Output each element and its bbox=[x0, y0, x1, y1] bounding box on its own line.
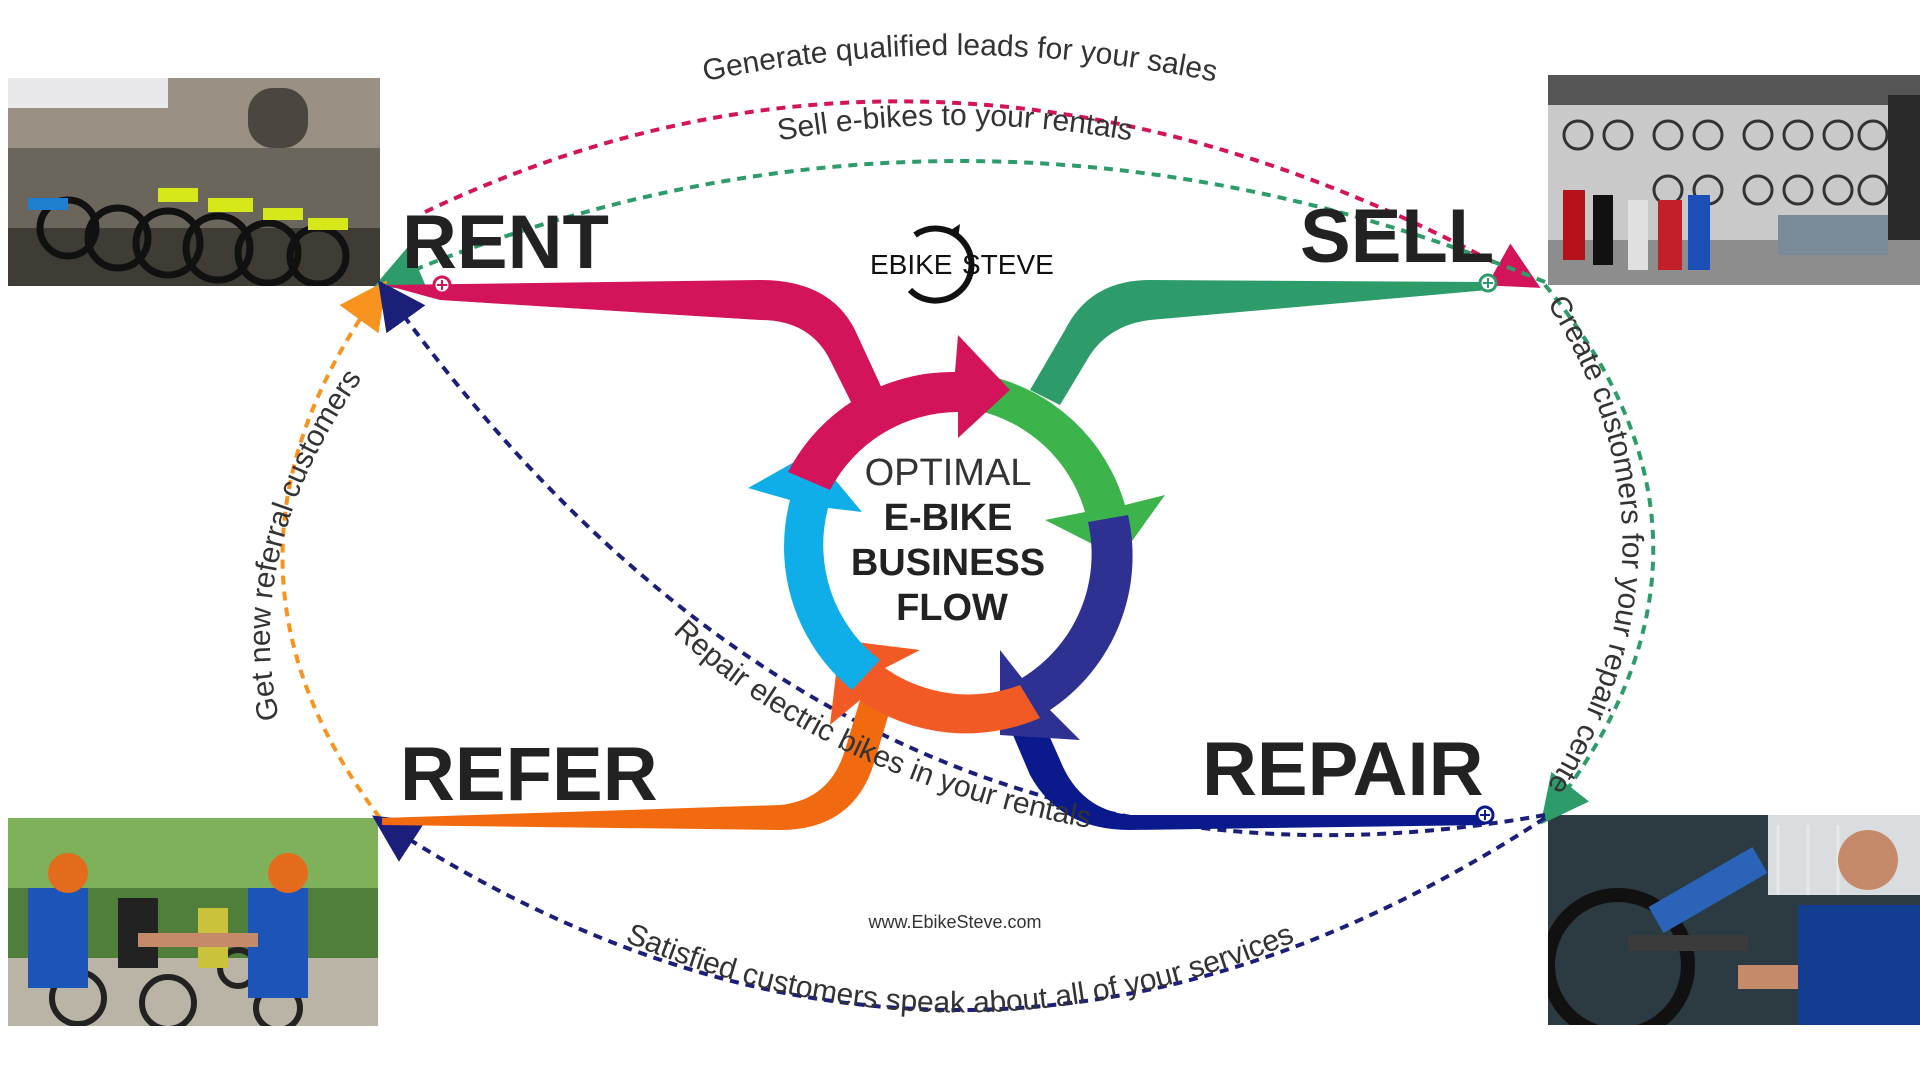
center-title-line1: OPTIMAL bbox=[865, 452, 1032, 494]
arc-label-top-outer: Generate qualified leads for your sales bbox=[700, 29, 1220, 89]
cycle-segment-navy bbox=[1000, 515, 1133, 740]
stage-label-sell: SELL bbox=[1300, 194, 1494, 279]
center-title-line3: BUSINESS bbox=[851, 542, 1045, 584]
ebike-steve-logo: EBIKE STEVE bbox=[870, 224, 1054, 304]
stage-label-repair: REPAIR bbox=[1202, 727, 1484, 812]
bike-shop-photo bbox=[1548, 75, 1920, 285]
stage-label-refer: REFER bbox=[400, 732, 658, 817]
website-url: www.EbikeSteve.com bbox=[867, 912, 1041, 932]
rent-plus-marker bbox=[432, 275, 452, 295]
cycle-segment-magenta bbox=[788, 335, 1010, 490]
cycle-ring bbox=[748, 335, 1165, 740]
refer-connector bbox=[382, 700, 890, 830]
sell-plus-marker bbox=[1478, 273, 1498, 293]
logo-brand-light: STEVE bbox=[962, 249, 1054, 280]
cycle-segment-green bbox=[975, 375, 1165, 558]
arc-repair-to-refer bbox=[371, 815, 1547, 1012]
arc-sell-to-rent bbox=[373, 159, 1546, 291]
sell-connector bbox=[1030, 280, 1488, 405]
rent-connector bbox=[385, 280, 885, 410]
arc-label-right: Create customers for your repair cente bbox=[1541, 290, 1649, 801]
arc-label-bottom: Satisfied customers speak about all of y… bbox=[622, 917, 1298, 1019]
stage-label-rent: RENT bbox=[402, 200, 609, 285]
arc-sell-to-repair bbox=[1540, 283, 1656, 825]
mechanic-photo bbox=[1548, 815, 1920, 1025]
group-riders-photo bbox=[8, 818, 378, 1026]
arc-label-top-inner: Sell e-bikes to your rentals bbox=[775, 99, 1135, 147]
arc-label-left: Get new referral customers bbox=[244, 363, 368, 724]
center-title-line4: FLOW bbox=[896, 587, 1008, 629]
cycle-segment-orange bbox=[830, 640, 1040, 734]
repair-connector bbox=[1010, 715, 1485, 830]
center-title-line2: E-BIKE bbox=[884, 497, 1013, 539]
cycle-segment-blue bbox=[748, 452, 880, 690]
logo-brand-bold: EBIKE bbox=[870, 249, 952, 280]
repair-plus-marker bbox=[1475, 805, 1495, 825]
rental-bikes-photo bbox=[8, 78, 380, 286]
arc-repair-to-rent bbox=[378, 280, 1546, 838]
arc-refer-to-rent bbox=[280, 280, 388, 820]
arc-rent-to-sell bbox=[424, 99, 1541, 288]
